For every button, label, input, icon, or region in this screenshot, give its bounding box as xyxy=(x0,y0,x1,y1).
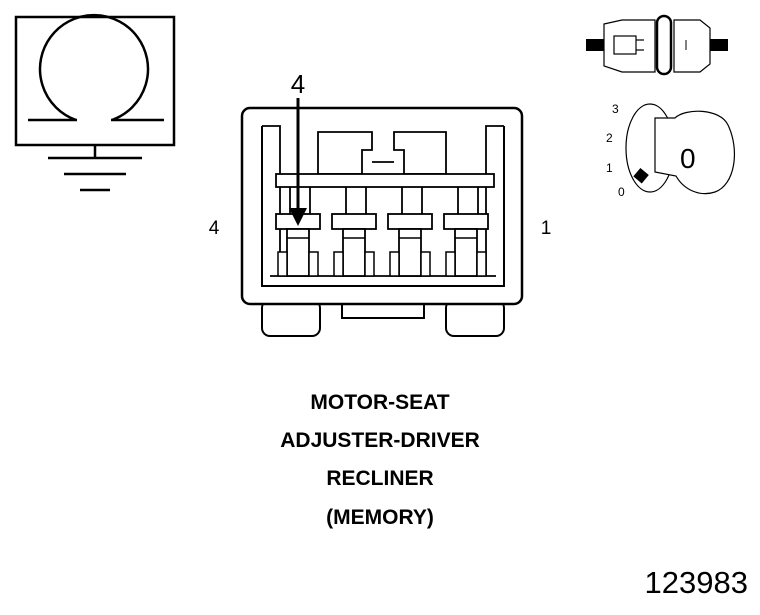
right-pin-label: 1 xyxy=(541,218,552,239)
connector-title-line-1: MOTOR-SEAT xyxy=(310,391,450,414)
key-label: 0 xyxy=(680,143,696,174)
connector-disconnect-icon xyxy=(586,14,728,76)
connector-title-line-2: ADJUSTER-DRIVER xyxy=(280,429,480,452)
connector-title-line-3: RECLINER xyxy=(326,467,434,490)
connector-title-line-4: (MEMORY) xyxy=(326,506,434,529)
figure-number: 123983 xyxy=(644,565,748,600)
left-pin-label: 4 xyxy=(209,218,220,239)
pin-callout-arrow xyxy=(289,98,307,226)
ohmmeter-ground-icon xyxy=(14,13,176,192)
key-position-0: 0 xyxy=(618,185,625,199)
connector-body xyxy=(240,106,524,337)
key-position-2: 2 xyxy=(606,131,613,145)
ignition-key-position-icon: 3 2 1 0 0 xyxy=(606,102,735,199)
pin-callout-label: 4 xyxy=(291,69,305,99)
key-position-1: 1 xyxy=(606,161,613,175)
key-position-3: 3 xyxy=(612,102,619,116)
